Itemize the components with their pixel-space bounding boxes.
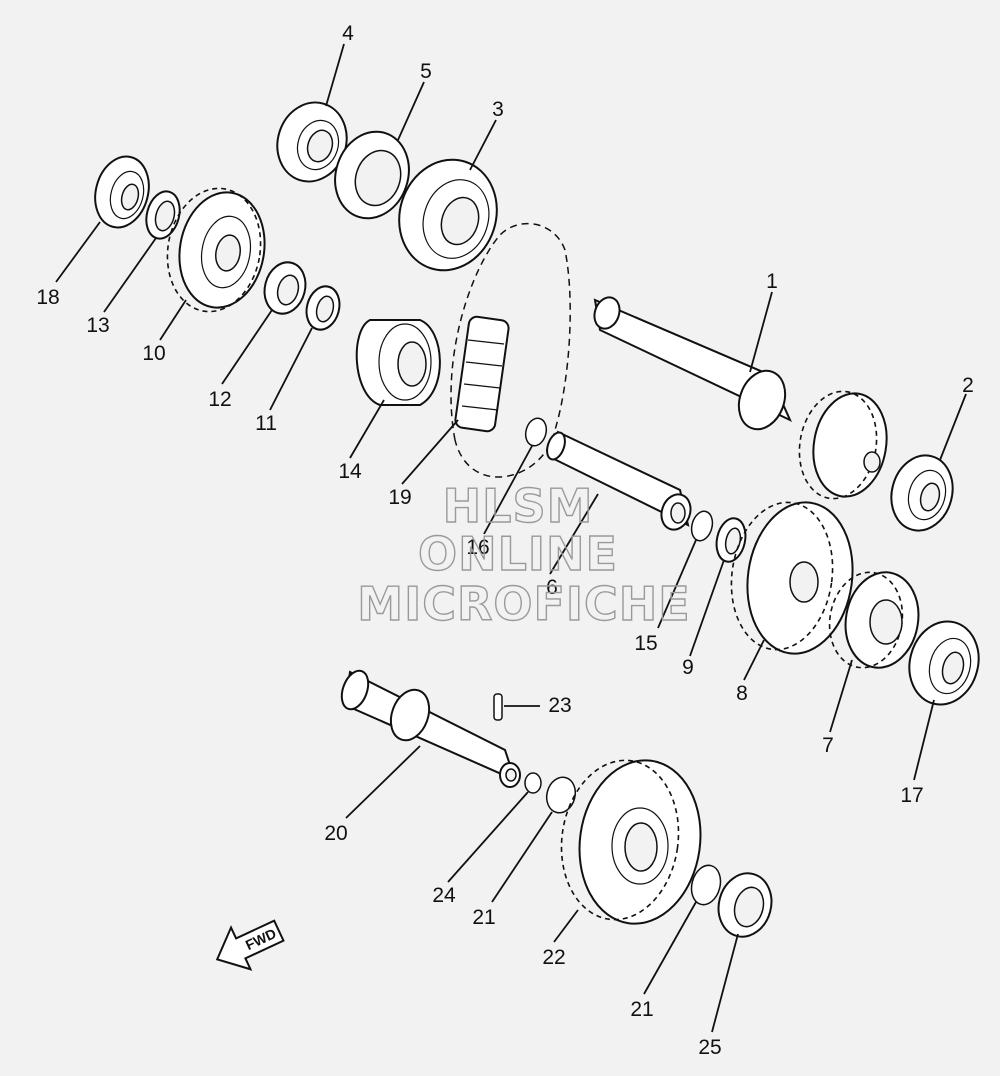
circlip-21-upper	[545, 776, 577, 814]
dog-clutch-14	[355, 319, 441, 406]
circlip-21-lower	[690, 864, 722, 906]
seal-5	[334, 130, 410, 220]
callout-10: 10	[142, 342, 165, 365]
callout-8: 8	[736, 682, 748, 705]
washer-13	[145, 190, 181, 240]
needle-bearing-12	[263, 261, 307, 315]
washer-11	[305, 285, 341, 331]
callout-4: 4	[342, 22, 354, 45]
o-ring-16	[524, 417, 548, 447]
callout-21-lower: 21	[630, 998, 653, 1021]
callout-3: 3	[492, 98, 504, 121]
pin-23	[493, 693, 503, 721]
callout-12: 12	[208, 388, 231, 411]
callout-20: 20	[324, 822, 347, 845]
watermark-line-2: ONLINE	[418, 527, 618, 581]
shaft-6	[546, 430, 692, 531]
bearing-18	[94, 155, 150, 229]
bearing-2	[890, 454, 954, 532]
callout-2: 2	[962, 374, 974, 397]
callout-18: 18	[36, 286, 59, 309]
callout-14: 14	[338, 460, 362, 483]
callout-11: 11	[255, 412, 277, 435]
callout-7: 7	[822, 734, 834, 757]
gear-7	[828, 571, 920, 669]
washer-9	[715, 517, 747, 563]
shaft-gear-cluster	[798, 390, 888, 500]
needle-bearing-25	[717, 872, 773, 938]
callout-1: 1	[766, 270, 778, 293]
leader-lines	[55, 43, 967, 1033]
bearing-3	[398, 158, 498, 272]
callout-6: 6	[546, 576, 558, 599]
fwd-arrow-icon: FWD	[215, 919, 285, 971]
callout-25: 25	[698, 1036, 721, 1059]
gear-8	[730, 501, 854, 655]
chain-loop-outline	[450, 222, 571, 478]
callout-17: 17	[900, 784, 923, 807]
callout-15: 15	[634, 632, 657, 655]
callout-19: 19	[388, 486, 411, 509]
bearing-17	[908, 620, 980, 706]
callout-16: 16	[466, 536, 489, 559]
bearing-4	[276, 101, 348, 183]
callout-24: 24	[432, 884, 456, 907]
clip-24	[524, 772, 542, 794]
watermark: HLSM ONLINE MICROFICHE	[357, 478, 691, 631]
gear-22	[560, 759, 702, 925]
o-ring-15	[690, 510, 714, 542]
output-shaft-20	[340, 669, 521, 788]
callout-23: 23	[548, 694, 571, 717]
watermark-line-1: HLSM	[443, 479, 594, 533]
callout-21-upper: 21	[472, 906, 495, 929]
watermark-line-3: MICROFICHE	[357, 577, 690, 631]
callout-labels: 1 2 3 4 5 6 7 8 9 10 11 12 13 14 15 16 1…	[36, 22, 974, 1059]
gear-10	[166, 187, 266, 313]
main-shaft-1	[593, 296, 793, 431]
callout-9: 9	[682, 656, 694, 679]
callout-22: 22	[542, 946, 565, 969]
callout-5: 5	[420, 60, 432, 83]
callout-13: 13	[86, 314, 109, 337]
chain-19	[454, 315, 510, 433]
